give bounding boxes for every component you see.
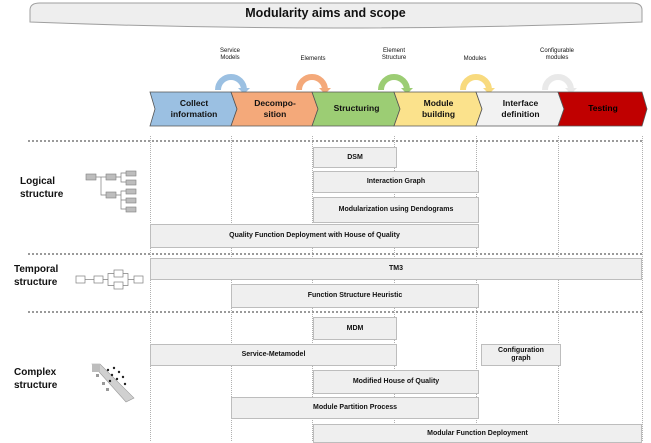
grid-line	[150, 136, 151, 441]
section-divider	[28, 253, 642, 255]
method-tm3: TM3	[150, 258, 642, 280]
arc-modules	[460, 74, 495, 94]
grid-line	[558, 136, 559, 441]
arc-label-elements: Elements	[300, 56, 326, 62]
flow-structure-icon	[75, 269, 144, 290]
process-chevrons	[149, 91, 648, 127]
method-function-structure-heuristic: Function Structure Heuristic	[231, 284, 479, 308]
method-qfd: Quality Function Deployment with House o…	[150, 224, 479, 248]
phase-testing	[557, 91, 648, 127]
section-divider	[28, 140, 642, 142]
arc-arrows	[215, 74, 577, 94]
method-modularization-dendograms: Modularization using Dendograms	[313, 197, 479, 223]
arc-elements	[296, 74, 331, 94]
method-service-metamodel: Service-Metamodel	[150, 344, 397, 366]
phase-label-testing: Testing	[588, 103, 618, 113]
arc-label-modules: Modules	[463, 56, 487, 62]
method-module-partition-process: Module Partition Process	[231, 397, 479, 419]
tree-structure-icon	[85, 170, 137, 213]
phase-label-structuring: Structuring	[333, 103, 380, 113]
method-modular-function-deployment: Modular Function Deployment	[313, 424, 642, 443]
section-divider	[28, 311, 642, 313]
aims-banner	[29, 2, 643, 29]
grid-line	[642, 136, 643, 441]
banner-title: Modularity aims and scope	[245, 6, 406, 20]
matrix-structure-icon	[91, 363, 135, 403]
method-modified-house-of-quality: Modified House of Quality	[313, 370, 479, 394]
method-interaction-graph: Interaction Graph	[313, 171, 479, 193]
method-mdm: MDM	[313, 317, 397, 340]
arc-service-models	[215, 74, 250, 94]
method-dsm: DSM	[313, 147, 397, 168]
phase-label-decomposition: Decompo-sition	[254, 98, 296, 119]
arc-element-structure	[378, 74, 413, 94]
arc-configurable-modules	[542, 74, 577, 94]
